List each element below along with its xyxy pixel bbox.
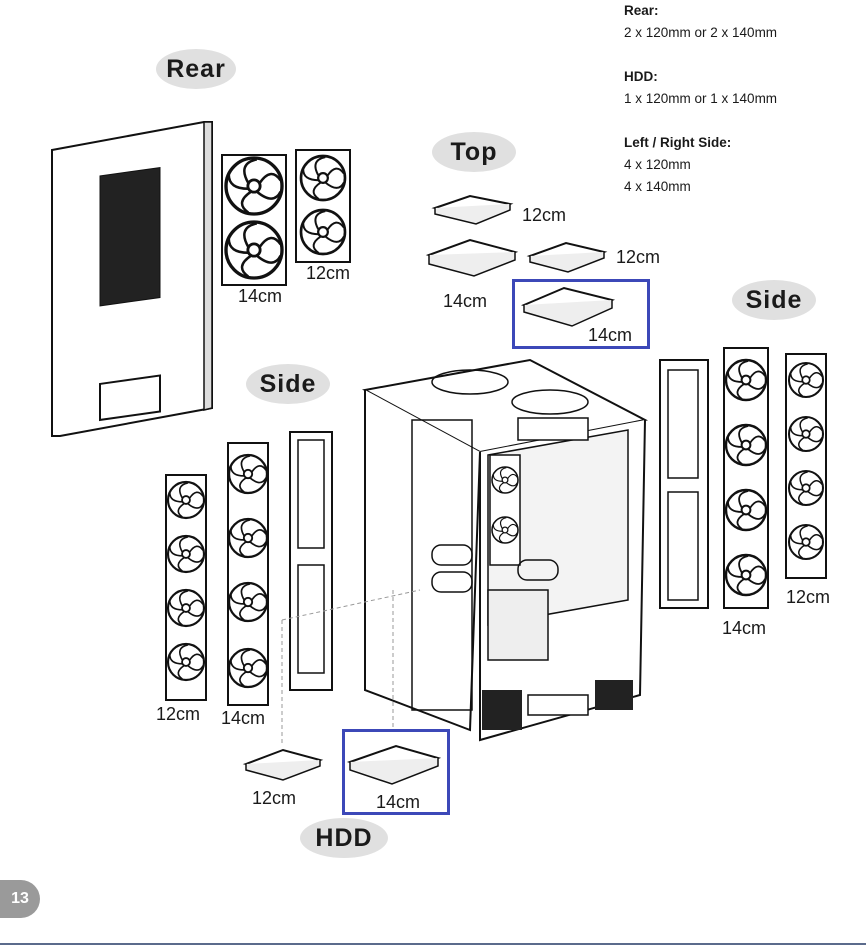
right-14cm-label: 14cm — [722, 618, 767, 638]
spec-rear-heading: Rear: — [624, 3, 659, 18]
label-side-left: Side — [246, 364, 330, 404]
spec-hdd-value: 1 x 120mm or 1 x 140mm — [624, 91, 778, 106]
top-12cm-label-a: 12cm — [522, 205, 567, 225]
page-number: 13 — [0, 880, 40, 918]
label-side-right: Side — [732, 280, 816, 320]
bottom-border — [0, 943, 866, 945]
spec-rear-value: 2 x 120mm or 2 x 140mm — [624, 25, 778, 40]
spec-side-value-2: 4 x 140mm — [624, 179, 691, 194]
rear-fans-14cm — [221, 154, 287, 286]
chassis — [362, 358, 648, 742]
label-hdd: HDD — [300, 818, 388, 858]
top-14cm-label-a: 14cm — [443, 291, 488, 311]
right-side-fans — [659, 347, 827, 609]
hdd-12cm-label: 12cm — [252, 788, 297, 808]
left-14cm-label: 14cm — [221, 708, 266, 728]
rear-fans-12cm — [295, 149, 351, 263]
hdd-fans — [242, 744, 442, 785]
left-12cm-label: 12cm — [156, 704, 201, 724]
hdd-14cm-highlight-box — [342, 729, 450, 815]
rear-12cm-label: 12cm — [306, 263, 351, 283]
rear-panel — [51, 121, 213, 437]
rear-14cm-label: 14cm — [238, 286, 283, 306]
top-fans — [425, 194, 616, 327]
right-12cm-label: 12cm — [786, 587, 831, 607]
top-12cm-label-b: 12cm — [616, 247, 661, 267]
label-rear: Rear — [156, 49, 236, 89]
spec-side-heading: Left / Right Side: — [624, 135, 732, 150]
left-side-fans — [165, 431, 333, 706]
guide-lines — [281, 589, 421, 745]
fan-specifications: Rear: 2 x 120mm or 2 x 140mm HDD: 1 x 12… — [624, 0, 777, 198]
spec-hdd-heading: HDD: — [624, 69, 658, 84]
spec-side-value-1: 4 x 120mm — [624, 157, 691, 172]
top-14cm-label-b: 14cm — [588, 325, 633, 345]
hdd-14cm-label: 14cm — [376, 792, 421, 812]
label-top: Top — [432, 132, 516, 172]
top-14cm-highlight-box — [512, 279, 650, 349]
